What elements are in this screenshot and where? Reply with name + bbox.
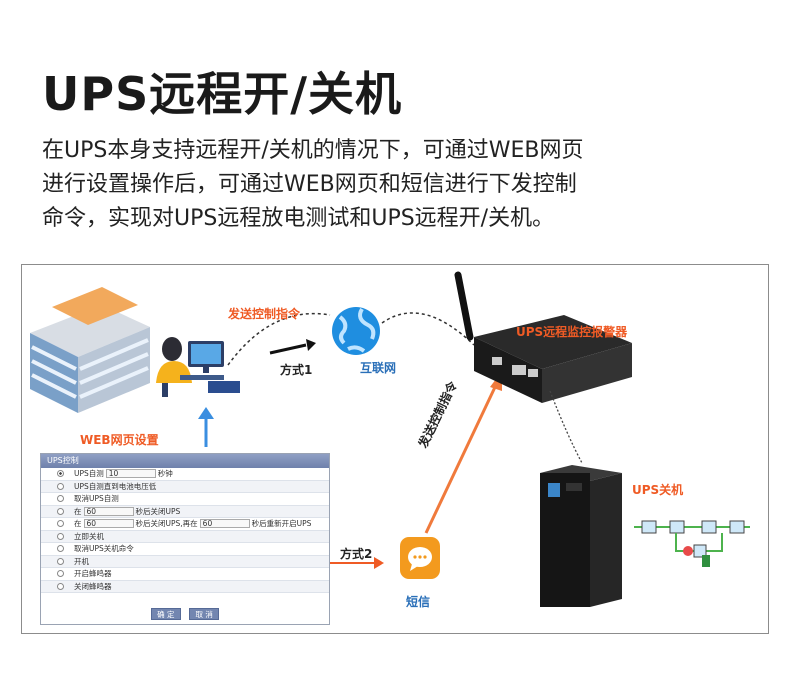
ups-shutdown-label: UPS关机 [632, 483, 684, 497]
row-text: 取消UPS关机命令 [74, 544, 134, 554]
row-text: 秒后重新开启UPS [251, 519, 312, 529]
diagram-graphics [30, 271, 750, 607]
radio-button[interactable] [57, 582, 64, 590]
radio-button[interactable] [57, 507, 64, 515]
row-text: 在 [74, 519, 82, 529]
row-text: UPS自测 [74, 469, 104, 479]
ups-tower-icon [540, 465, 622, 607]
device-name-label: UPS远程监控报警器 [516, 325, 628, 339]
row-text: 开启蜂鸣器 [74, 569, 112, 579]
panel-row[interactable]: 立即关机 [41, 530, 329, 543]
radio-button[interactable] [57, 482, 64, 490]
panel-row[interactable]: 关闭蜂鸣器 [41, 580, 329, 593]
radio-button[interactable] [57, 545, 64, 553]
person-computer-icon [156, 337, 240, 397]
ups-control-panel: UPS控制 UPS自测 10 秒钟 UPS自测直到电池电压低 取消UPS自测 在… [40, 453, 330, 625]
radio-button[interactable] [57, 532, 64, 540]
value-input[interactable]: 10 [105, 469, 156, 479]
panel-row[interactable]: 取消UPS自测 [41, 493, 329, 506]
sms-label: 短信 [406, 595, 431, 609]
description: 在UPS本身支持远程开/关机的情况下，可通过WEB网页 进行设置操作后，可通过W… [42, 134, 742, 236]
page-title: UPS远程开/关机 [42, 67, 402, 121]
row-text: 立即关机 [74, 531, 104, 541]
monitor-device-icon [474, 315, 632, 403]
radio-button[interactable] [57, 470, 64, 478]
building-icon [30, 287, 150, 413]
panel-row[interactable]: UPS自测 10 秒钟 [41, 468, 329, 481]
row-text: 开机 [74, 556, 89, 566]
power-schematic-icon [634, 520, 750, 567]
description-line: 进行设置操作后，可通过WEB网页和短信进行下发控制 [42, 172, 577, 197]
row-text: 关闭蜂鸣器 [74, 581, 112, 591]
row-text: 取消UPS自测 [74, 494, 119, 504]
method1-label: 方式1 [280, 363, 313, 377]
row-text: 在 [74, 506, 82, 516]
radio-button[interactable] [57, 557, 64, 565]
globe-icon [332, 307, 380, 355]
radio-button[interactable] [57, 520, 64, 528]
value-input[interactable]: 60 [83, 506, 134, 516]
panel-header: UPS控制 [41, 454, 329, 468]
link-curve [381, 312, 475, 346]
panel-row[interactable]: 在 60 秒后关闭UPS,再在 60 秒后重新开启UPS [41, 518, 329, 531]
description-line: 命令，实现对UPS远程放电测试和UPS远程开/关机。 [42, 206, 555, 231]
row-text: UPS自测直到电池电压低 [74, 481, 157, 491]
method2-label: 方式2 [340, 547, 373, 561]
panel-row[interactable]: 在 60 秒后关闭UPS [41, 505, 329, 518]
web-settings-label: WEB网页设置 [80, 433, 159, 447]
panel-row[interactable]: 开机 [41, 555, 329, 568]
value-input[interactable]: 60 [199, 519, 250, 529]
send-command-label: 发送控制指令 [228, 307, 301, 321]
radio-button[interactable] [57, 495, 64, 503]
internet-label: 互联网 [360, 361, 397, 375]
description-line: 在UPS本身支持远程开/关机的情况下，可通过WEB网页 [42, 138, 584, 163]
network-diagram: 发送控制指令 互联网 方式1 WEB网页设置 UPS远程监控报警器 UPS关机 … [21, 264, 769, 634]
row-text: 秒后关闭UPS [135, 506, 181, 516]
panel-row[interactable]: 取消UPS关机命令 [41, 543, 329, 556]
panel-rows: UPS自测 10 秒钟 UPS自测直到电池电压低 取消UPS自测 在 60 秒后… [41, 468, 329, 593]
panel-row[interactable]: 开启蜂鸣器 [41, 568, 329, 581]
cancel-button[interactable]: 取 消 [189, 608, 220, 620]
row-text: 秒后关闭UPS,再在 [135, 519, 198, 529]
row-text: 秒钟 [157, 469, 173, 479]
sms-bubble-icon [400, 537, 440, 579]
radio-button[interactable] [57, 570, 64, 578]
panel-buttons: 确 定 取 消 [41, 608, 329, 620]
ok-button[interactable]: 确 定 [150, 608, 181, 620]
value-input[interactable]: 60 [83, 519, 134, 529]
cable [549, 390, 583, 464]
panel-row[interactable]: UPS自测直到电池电压低 [41, 480, 329, 493]
